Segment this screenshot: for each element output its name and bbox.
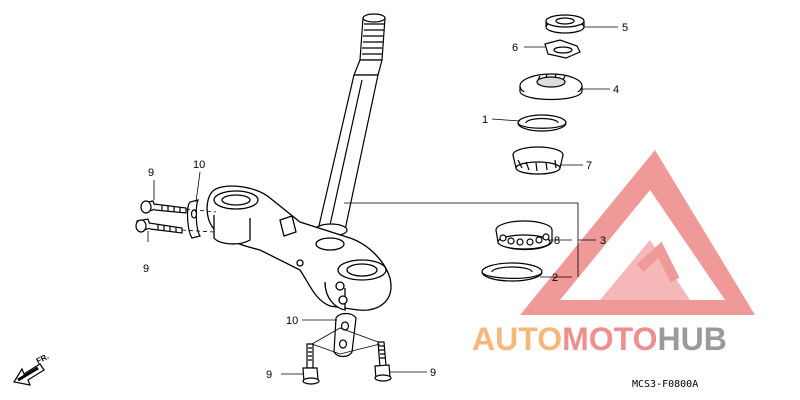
callout-9-lower-right: 9 <box>430 367 436 379</box>
fr-label: FR. <box>35 352 51 366</box>
callout-9-upper-left: 9 <box>148 167 154 179</box>
callout-8: 8 <box>554 235 560 247</box>
plate-guide-lines-2 <box>311 343 381 355</box>
callout-9-lower-center: 9 <box>266 369 272 381</box>
callout-10-washer: 10 <box>193 159 205 171</box>
bolt-lower-right <box>374 341 392 382</box>
front-direction-arrow: FR. <box>13 352 51 386</box>
plate-guide-lines <box>311 327 379 345</box>
dust-seal <box>517 114 567 132</box>
callout-5: 5 <box>622 22 628 34</box>
washer-left <box>186 199 201 239</box>
diagram-code: MCS3-F0800A <box>632 379 698 390</box>
bottom-bridge <box>206 185 392 311</box>
dust-seal-lower <box>481 262 543 282</box>
callout-9-lower-left: 9 <box>143 263 149 275</box>
callout-10-plate: 10 <box>286 315 298 327</box>
bolt-lower-left <box>135 218 183 234</box>
lock-nut <box>545 14 585 34</box>
callout-2: 2 <box>552 272 558 284</box>
callout-6: 6 <box>512 42 518 54</box>
callout-7: 7 <box>586 160 592 172</box>
watermark-text: AUTOMOTOHUB <box>472 321 727 357</box>
callout-3: 3 <box>600 235 606 247</box>
steering-stem-shaft <box>314 13 386 237</box>
bolt-upper-left <box>140 200 187 214</box>
lower-bearing <box>495 220 553 251</box>
callout-4: 4 <box>613 84 619 96</box>
stopper-plate <box>333 312 357 358</box>
watermark-logo <box>520 150 755 315</box>
adjusting-nut <box>519 73 583 101</box>
lock-washer <box>544 39 581 59</box>
upper-bearing <box>512 146 564 175</box>
callout-1: 1 <box>482 114 488 126</box>
leader-lines <box>147 26 618 375</box>
bolt-lower-center <box>302 343 320 385</box>
